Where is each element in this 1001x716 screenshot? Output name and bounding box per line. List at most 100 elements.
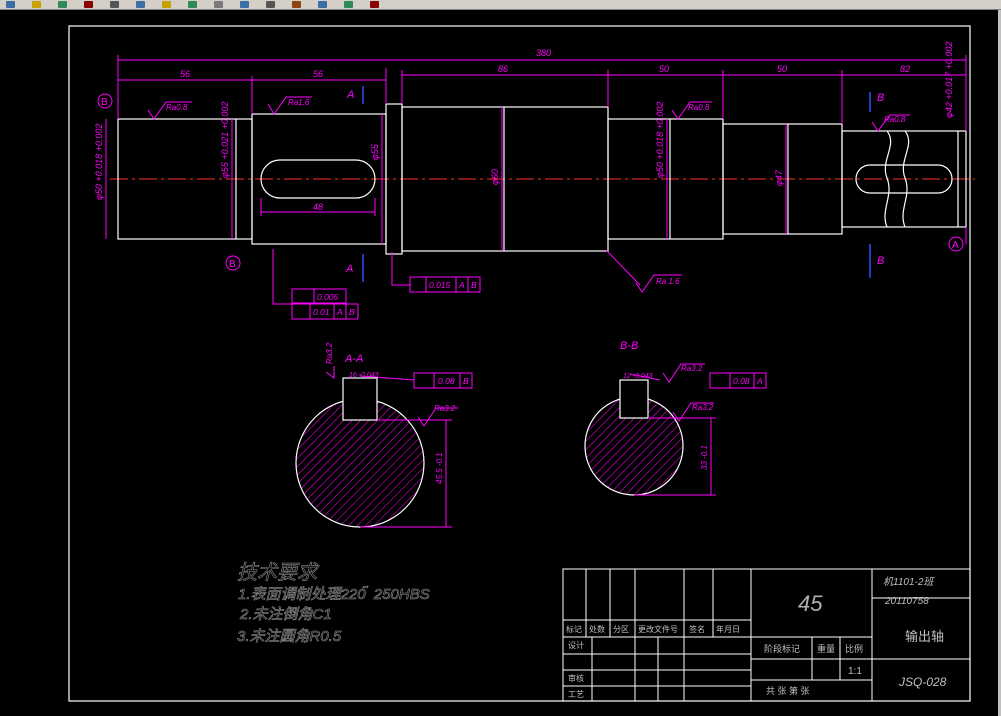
- tb-h-design: 设计: [568, 640, 584, 650]
- right-scrollbar[interactable]: [998, 10, 1001, 716]
- datum-b-left: B: [101, 97, 108, 108]
- roughness-8: Ra3.2: [681, 364, 703, 373]
- section-a-view: 45.5 -0.1 16 -0.043: [295, 372, 452, 528]
- redo-icon[interactable]: [214, 1, 223, 8]
- shaft-outline: [117, 103, 967, 255]
- pan-icon[interactable]: [240, 1, 249, 8]
- dim-dia50b: φ50 +0.018 +0.002: [655, 102, 665, 178]
- tb-h-sign: 签名: [689, 624, 705, 634]
- shaft-drawing: 380 56 56 86 50 50 82 48 φ50 +0.018 +0.0…: [68, 25, 975, 702]
- roughness-7: Ra3.2: [434, 404, 456, 413]
- section-mark-b-top: B: [877, 92, 884, 104]
- tol-3-datum-a: A: [458, 280, 465, 290]
- tb-scale: 1:1: [848, 666, 862, 677]
- dim-56b: 56: [313, 69, 323, 79]
- dim-50b: 50: [777, 64, 787, 74]
- notes-line-1: 1.表面调制处理220 ̃ 250HBS: [238, 586, 430, 603]
- leader-lines: [272, 249, 661, 381]
- notes-title: 技术要求: [237, 562, 320, 584]
- properties-icon[interactable]: [292, 1, 301, 8]
- drawing-border: [68, 25, 971, 702]
- tol-5-value: 0.08: [733, 376, 750, 386]
- match-icon[interactable]: [344, 1, 353, 8]
- tb-material: 45: [798, 591, 823, 616]
- tb-h-ratio: 比例: [845, 643, 863, 654]
- tol-1-value: 0.005: [317, 292, 339, 302]
- roughness-5: Ra 1.6: [656, 277, 680, 286]
- tol-4-datum: B: [463, 376, 469, 386]
- sec-b-depth: 33 -0.1: [700, 445, 709, 470]
- dim-dia50: φ50 +0.018 +0.002: [94, 124, 104, 200]
- tb-h-count: 处数: [589, 624, 605, 634]
- dim-dia55: φ55 +0.021 +0.002: [220, 102, 230, 178]
- dim-86: 86: [498, 64, 508, 74]
- print-icon[interactable]: [84, 1, 93, 8]
- notes-line-2: 2.未注倒角C1: [239, 606, 332, 623]
- title-block: [562, 568, 971, 702]
- cut-icon[interactable]: [110, 1, 119, 8]
- tb-h-doc: 更改文件号: [638, 624, 678, 634]
- section-title-a: A-A: [344, 353, 363, 365]
- roughness-marks: [147, 96, 910, 427]
- roughness-3: Ra0.8: [688, 103, 710, 112]
- sec-a-width: 16 -0.043: [349, 372, 379, 379]
- tb-h-process: 工艺: [568, 690, 584, 699]
- section-title-b: B-B: [620, 340, 638, 352]
- tb-h-mark: 标记: [566, 624, 582, 634]
- tol-5-datum: A: [756, 376, 763, 386]
- datum-a-right: A: [952, 240, 959, 251]
- cad-toolbar: [0, 0, 1001, 10]
- section-b-view: 33 -0.1 12 -0.043: [584, 373, 716, 496]
- notes-line-3: 3.未注圆角R0.5: [237, 628, 342, 645]
- tb-h-date: 年月日: [716, 624, 740, 634]
- dim-key48: 48: [313, 202, 323, 212]
- tol-2-datum-a: A: [336, 307, 343, 317]
- tb-h-stage: 阶段标记: [764, 643, 800, 654]
- tb-h-zone: 分区: [613, 625, 629, 634]
- datum-b-bottom: B: [229, 259, 236, 270]
- zoom-icon[interactable]: [266, 1, 275, 8]
- tb-h-sheets: 共 张 第 张: [766, 685, 810, 696]
- tb-h-review: 审核: [568, 673, 584, 683]
- roughness-9: Ra3.2: [692, 403, 714, 412]
- section-markers: A A B B A-A B-B: [344, 89, 884, 365]
- dim-overall: 380: [536, 48, 551, 58]
- tol-3-value: 0.015: [429, 280, 451, 290]
- tol-2-datum-b: B: [349, 307, 355, 317]
- dim-50a: 50: [659, 64, 669, 74]
- paste-icon[interactable]: [162, 1, 171, 8]
- new-icon[interactable]: [6, 1, 15, 8]
- section-mark-a-bottom: A: [345, 263, 353, 275]
- technical-notes: 技术要求 1.表面调制处理220 ̃ 250HBS 2.未注倒角C1 3.未注圆…: [237, 562, 430, 646]
- dim-dia60: φ60: [490, 169, 500, 185]
- dim-dia42: φ42 +0.017 +0.002: [944, 42, 954, 118]
- section-mark-b-bottom: B: [877, 255, 884, 267]
- tb-class: 机1101-2班: [883, 576, 935, 588]
- open-icon[interactable]: [32, 1, 41, 8]
- roughness-1: Ra0.8: [166, 103, 188, 112]
- dim-82: 82: [900, 64, 910, 74]
- roughness-6: Ra3.2: [325, 342, 334, 364]
- tolerance-frames: [291, 276, 767, 389]
- dim-dia55b: φ55: [370, 143, 380, 160]
- tb-student-no: 20110758: [884, 596, 929, 607]
- roughness-4: Ra0.8: [884, 115, 906, 124]
- dim-dia47: φ47: [774, 169, 784, 186]
- tb-h-weight: 重量: [817, 643, 835, 654]
- dimension-texts: 380 56 56 86 50 50 82 48 φ50 +0.018 +0.0…: [94, 42, 954, 212]
- roughness-2: Ra1.6: [288, 98, 310, 107]
- copy-icon[interactable]: [136, 1, 145, 8]
- section-mark-a-top: A: [346, 89, 354, 101]
- tb-drawing-no: JSQ-028: [898, 675, 947, 689]
- layers-icon[interactable]: [318, 1, 327, 8]
- tb-part-name: 输出轴: [905, 629, 944, 644]
- undo-icon[interactable]: [188, 1, 197, 8]
- tol-4-value: 0.08: [438, 376, 455, 386]
- tol-3-datum-b: B: [471, 280, 477, 290]
- dim-56a: 56: [180, 69, 190, 79]
- sec-a-depth: 45.5 -0.1: [435, 452, 444, 484]
- help-icon[interactable]: [370, 1, 379, 8]
- save-icon[interactable]: [58, 1, 67, 8]
- drawing-canvas[interactable]: 380 56 56 86 50 50 82 48 φ50 +0.018 +0.0…: [0, 10, 1001, 716]
- sec-b-width: 12 -0.043: [623, 373, 653, 380]
